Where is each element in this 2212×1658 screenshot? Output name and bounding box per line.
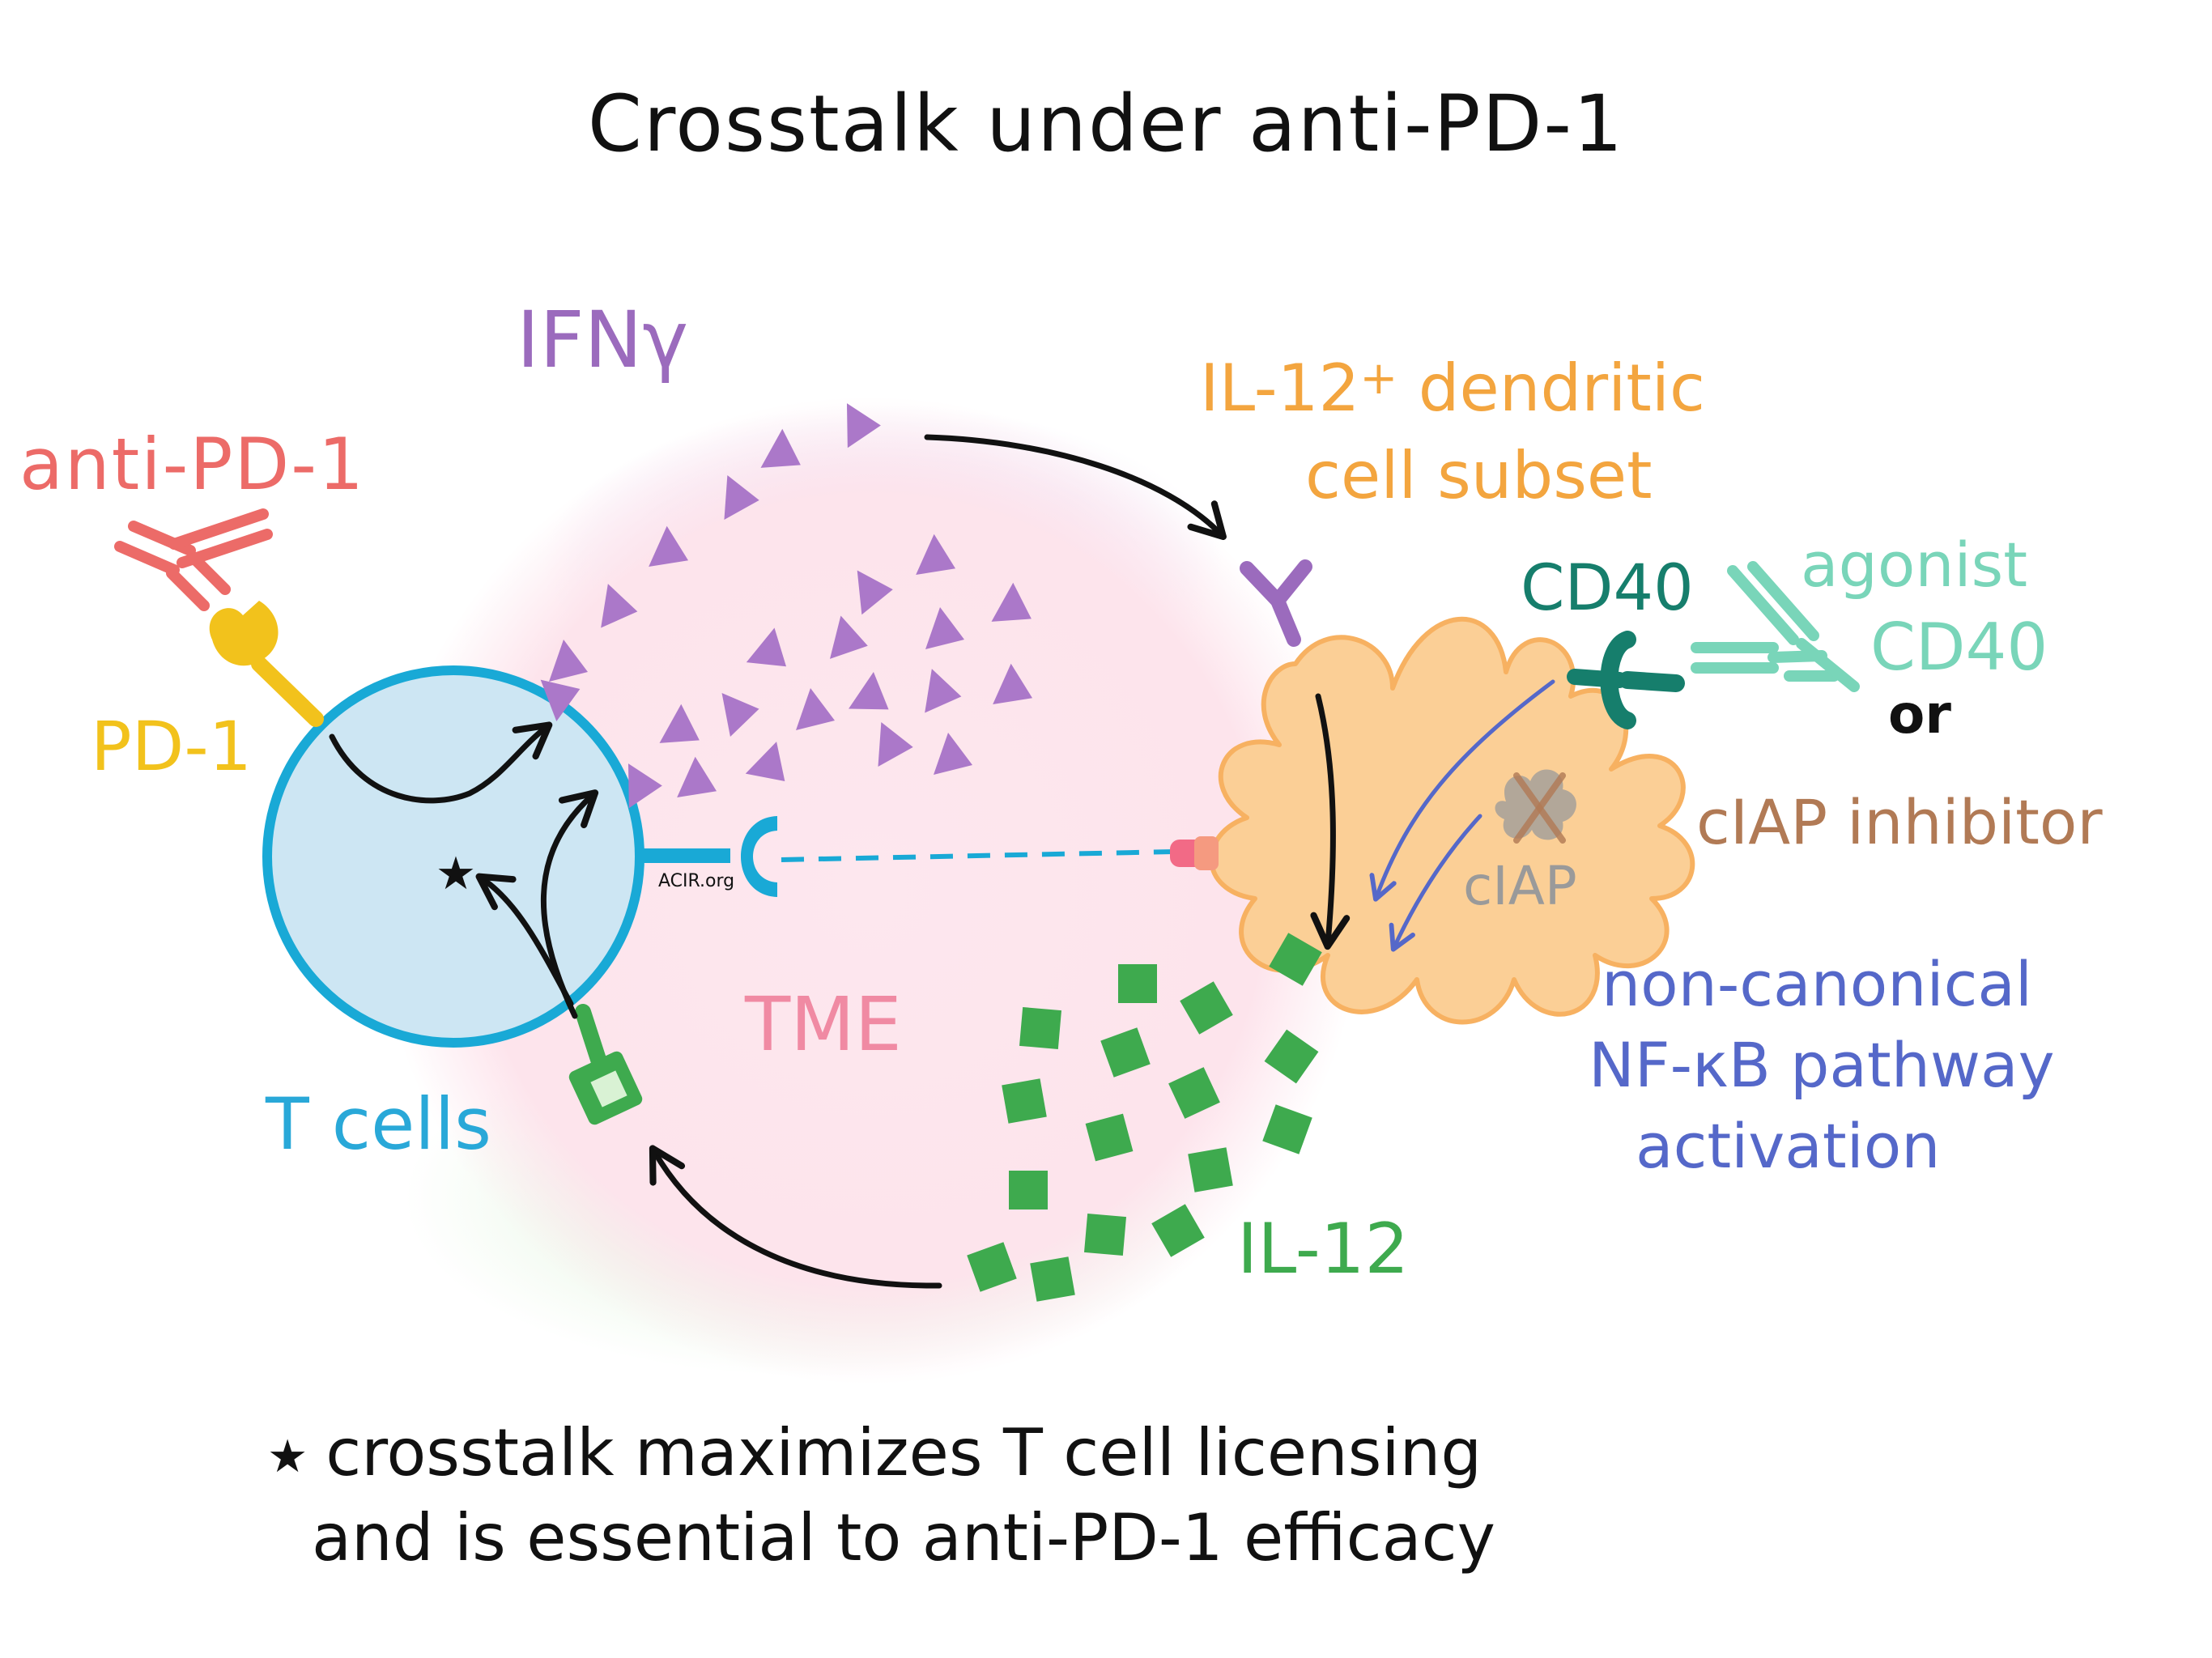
- il12-square: [1151, 1204, 1205, 1257]
- ifn-gamma-triangle: [857, 570, 893, 615]
- t-cells-label: T cells: [266, 1082, 491, 1166]
- arrow-dc-to-il12: [1310, 693, 1351, 950]
- dc-label-il12: IL-12: [1200, 351, 1360, 426]
- il12-label: IL-12: [1237, 1209, 1410, 1290]
- ifn-gamma-label: IFNγ: [517, 295, 689, 385]
- cd40-label: CD40: [1521, 552, 1694, 625]
- il12-square: [1264, 1029, 1319, 1084]
- ifn-gamma-triangle: [627, 763, 662, 809]
- watermark: ACIR.org: [658, 871, 735, 891]
- footnote-line1: ★crosstalk maximizes T cell licensing: [267, 1421, 1482, 1486]
- nfkb-arrow-2: [1389, 814, 1482, 952]
- anti-pd1-label: anti-PD-1: [19, 423, 365, 506]
- il12-square: [1085, 1113, 1134, 1162]
- il12-square: [1269, 933, 1322, 986]
- il12-square: [1188, 1147, 1233, 1192]
- nfkb-label-line3: activation: [1636, 1110, 1941, 1182]
- t-cell-receptor: [637, 816, 777, 897]
- ifn-gamma-triangle: [677, 756, 717, 797]
- ciap-label: cIAP: [1463, 855, 1577, 917]
- dendritic-cell-label-line1: IL-12+ dendritic: [1200, 356, 1705, 421]
- ifn-gamma-triangle: [849, 671, 889, 710]
- ifn-gamma-triangle: [991, 582, 1032, 622]
- il12-square: [1118, 964, 1157, 1003]
- il12-square: [1168, 1067, 1220, 1119]
- arrow-ifn-to-dc: [924, 434, 1227, 541]
- agonist-label-line1: agonist: [1801, 529, 2027, 601]
- il12-square: [1002, 1078, 1047, 1124]
- il12-square: [1100, 1027, 1151, 1078]
- dc-ligand: [1170, 836, 1219, 870]
- il12-square: [1083, 1213, 1127, 1256]
- nfkb-arrow-1: [1369, 679, 1555, 902]
- ciap-protein: [1495, 769, 1576, 844]
- ifn-gamma-triangle: [760, 428, 801, 468]
- ifn-gamma-triangle: [649, 525, 689, 567]
- arrow-tcell-internal-1: [329, 721, 553, 804]
- il12-square: [1019, 1006, 1062, 1050]
- dendritic-cell-label-line2: cell subset: [1305, 438, 1653, 513]
- ifn-gamma-triangle: [746, 627, 787, 667]
- star-icon: ★: [436, 848, 476, 900]
- ifn-gamma-triangle: [721, 693, 759, 738]
- pd1-receptor: [209, 601, 324, 727]
- tme-label: TME: [745, 981, 902, 1068]
- arrow-il12-to-tcell: [649, 1145, 942, 1289]
- il12-receptor: [568, 1004, 643, 1125]
- pd1-label: PD-1: [91, 707, 253, 786]
- ifn-receptor: [1240, 559, 1312, 647]
- footnote-line2: and is essential to anti-PD-1 efficacy: [312, 1500, 1495, 1575]
- ifn-gamma-triangle: [934, 733, 972, 775]
- ifn-gamma-triangle: [993, 663, 1033, 704]
- ifn-gamma-triangle: [916, 534, 956, 575]
- ifn-gamma-triangle: [601, 584, 638, 628]
- ifn-gamma-triangle: [830, 615, 868, 659]
- agonist-cd40-antibody: [1691, 561, 1860, 692]
- ifn-gamma-triangle: [745, 742, 785, 782]
- ifn-gamma-triangle: [540, 679, 581, 721]
- il12-square: [1030, 1256, 1075, 1302]
- ifn-gamma-triangle: [659, 704, 700, 743]
- nfkb-label-line2: NF-κB pathway: [1589, 1029, 2055, 1101]
- il12-molecules: [967, 933, 1322, 1302]
- il12-square: [1262, 1104, 1312, 1154]
- dc-label-rest: dendritic: [1397, 351, 1705, 426]
- il12-square: [967, 1242, 1017, 1292]
- ciap-inhibitor-label: cIAP inhibitor: [1696, 786, 2103, 858]
- ifn-gamma-triangle: [549, 640, 588, 682]
- ifn-gamma-triangle: [724, 475, 759, 520]
- ifn-gamma-triangle: [796, 688, 835, 730]
- cd40-receptor: [1567, 631, 1685, 729]
- agonist-label-line2: CD40: [1870, 610, 2048, 685]
- ifn-gamma-triangle: [925, 669, 962, 713]
- receptor-ligand-dashed-line: [781, 849, 1175, 862]
- ifn-gamma-triangle: [878, 722, 913, 767]
- or-label: or: [1888, 683, 1951, 746]
- ifn-gamma-triangle: [925, 607, 964, 649]
- ifn-gamma-molecules: [540, 403, 1033, 809]
- nfkb-label-line1: non-canonical: [1602, 948, 2033, 1020]
- footnote-star-icon: ★: [267, 1431, 308, 1484]
- anti-pd1-antibody: [114, 508, 273, 611]
- diagram-title: Crosstalk under anti-PD-1: [587, 79, 1625, 169]
- ifn-gamma-triangle: [846, 403, 881, 449]
- footnote-text-line1: crosstalk maximizes T cell licensing: [325, 1415, 1482, 1490]
- il12-square: [1009, 1171, 1048, 1209]
- dc-label-superscript: +: [1359, 352, 1398, 405]
- arrow-tcell-to-star: [475, 873, 574, 1007]
- il12-square: [1180, 981, 1233, 1035]
